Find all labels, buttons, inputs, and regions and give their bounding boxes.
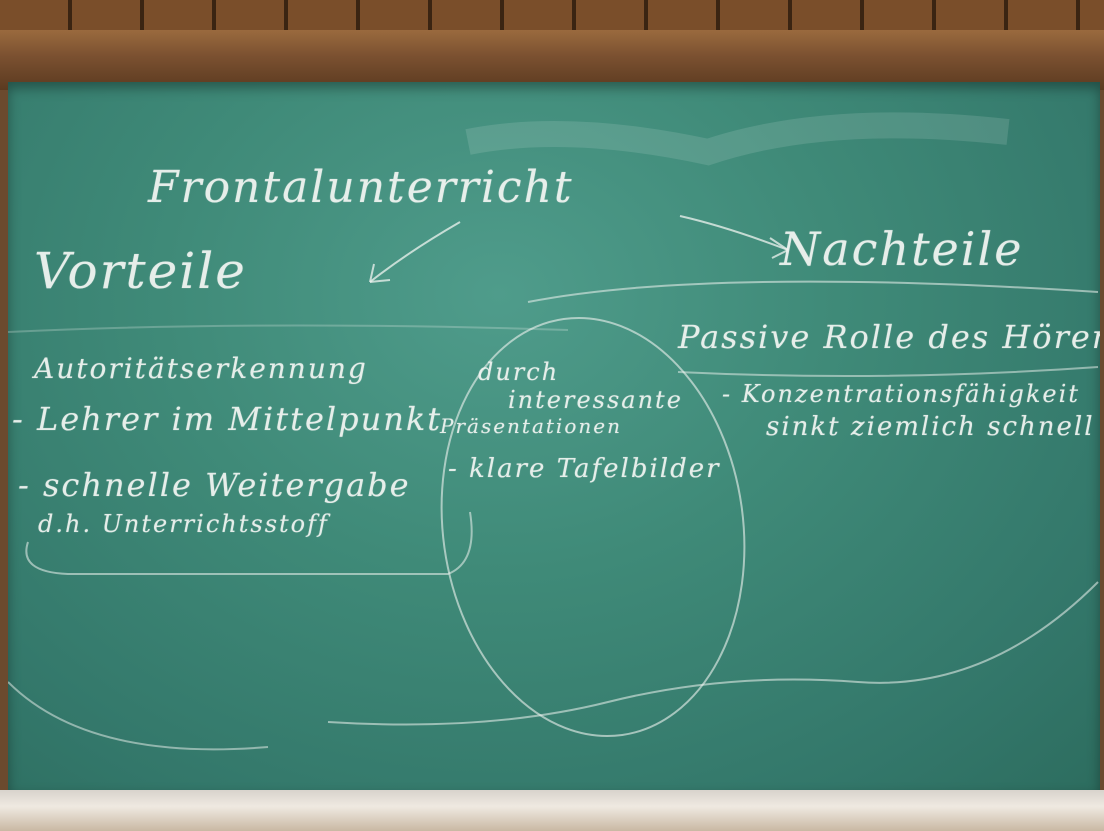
vorteile-heading: Vorteile xyxy=(34,242,247,300)
left-bracket xyxy=(25,511,473,575)
nachteile-item: Passive Rolle des Hörers xyxy=(678,318,1100,356)
arrow-to-vorteile xyxy=(369,221,461,283)
eraser-smudge xyxy=(465,112,1010,166)
nachteile-item: sinkt ziemlich schnell xyxy=(766,412,1095,442)
vorteile-item: - schnelle Weitergabe xyxy=(18,466,411,504)
chalk-drawings xyxy=(8,112,1099,751)
right-blob-outline xyxy=(327,280,1099,726)
nachteile-item: - Konzentrationsfähigkeit xyxy=(722,380,1080,408)
vorteile-item: - Lehrer im Mittelpunkt xyxy=(12,400,443,438)
chalk-tray xyxy=(0,790,1104,831)
arrow-head-nachteile xyxy=(769,237,789,259)
faint-divider xyxy=(8,324,569,333)
chalkboard: Frontalunterricht Vorteile Nachteile Aut… xyxy=(8,82,1100,790)
passive-underline xyxy=(677,366,1099,377)
vorteile-item: Autoritätserkennung xyxy=(34,352,368,385)
nachteile-heading: Nachteile xyxy=(780,222,1024,276)
chalkboard-top-frame xyxy=(0,30,1104,90)
vorteile-item: d.h. Unterrichtsstoff xyxy=(38,510,329,538)
bottom-left-sweep xyxy=(8,681,269,751)
middle-item: - klare Tafelbilder xyxy=(448,454,721,484)
middle-item: interessante xyxy=(508,386,683,414)
middle-item: Präsentationen xyxy=(440,414,622,438)
middle-item: durch xyxy=(478,358,560,386)
arrow-to-nachteile xyxy=(679,215,789,251)
board-title: Frontalunterricht xyxy=(148,162,574,213)
arrow-head-vorteile xyxy=(369,263,391,283)
venn-ellipse xyxy=(440,316,746,738)
